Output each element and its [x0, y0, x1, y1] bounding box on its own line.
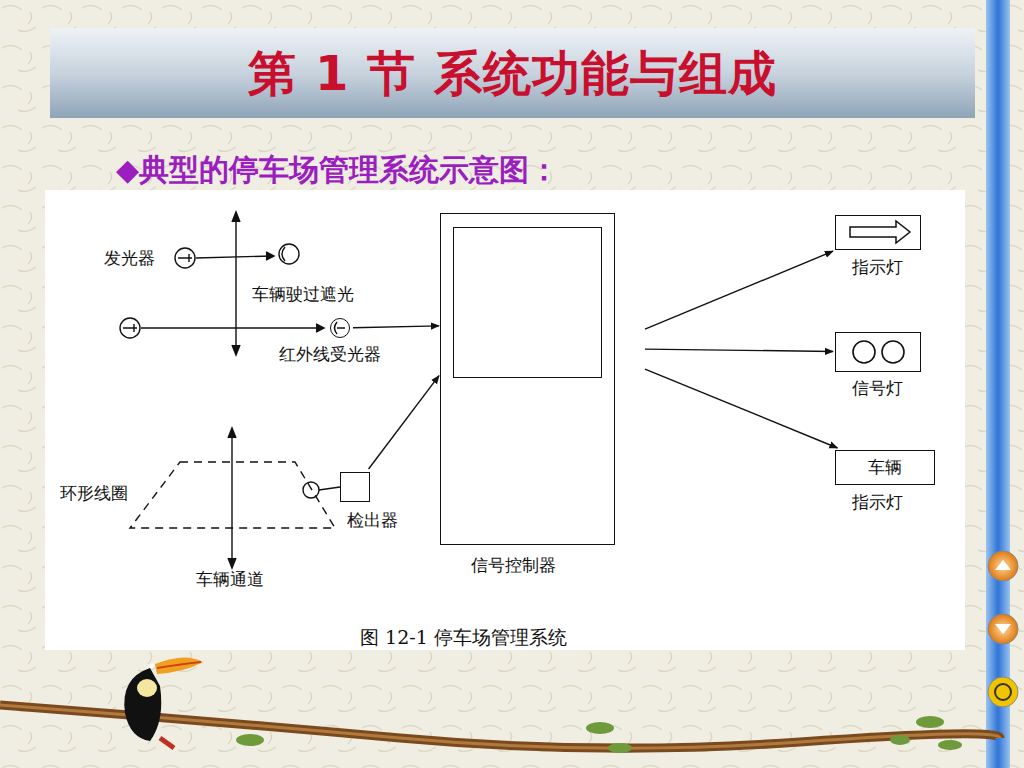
connector: [645, 251, 833, 329]
note-label: 车辆驶过遮光: [252, 283, 354, 306]
vehicle-indicator: 车辆指示灯: [835, 450, 935, 485]
controller-screen: [453, 227, 602, 378]
slide-title: 第 1 节 系统功能与组成: [50, 28, 975, 118]
node-label: 指示灯: [852, 256, 903, 279]
node-label: 车辆: [836, 451, 934, 483]
figure-caption: 图 12-1 停车场管理系统: [360, 625, 567, 651]
node-label: 指示灯: [852, 491, 903, 514]
connector: [645, 349, 833, 351]
node-label: 红外线受光器: [279, 343, 381, 366]
detector-box: 检出器: [340, 472, 370, 502]
connector: [369, 376, 439, 469]
subtitle: ◆典型的停车场管理系统示意图：: [116, 150, 559, 191]
connector: [645, 369, 837, 448]
arrow-indicator: 指示灯: [835, 215, 921, 250]
signal-controller: 信号控制器: [440, 213, 615, 545]
receiver-symbol: [331, 319, 349, 337]
node-label: 信号灯: [852, 377, 903, 400]
lamp-icon: [836, 333, 920, 371]
part-label: 车辆通道: [196, 568, 264, 591]
arrow-icon: [836, 216, 920, 248]
ir-receiver: 红外线受光器: [330, 318, 350, 338]
connector: [353, 326, 439, 328]
signal-light: 信号灯: [835, 332, 921, 372]
node-label: 检出器: [347, 509, 398, 532]
part-label: 环形线圈: [60, 482, 128, 505]
part-label: 发光器: [104, 247, 155, 270]
node-label: 信号控制器: [471, 554, 556, 577]
